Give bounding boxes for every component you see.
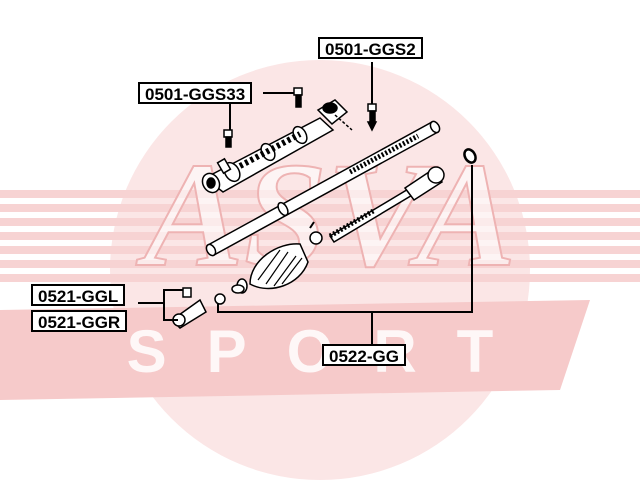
asva-sport-watermark: ASVA SPORT (0, 60, 640, 480)
label-0521-ggr: 0521-GGR (31, 310, 128, 332)
tie-rod-end (170, 287, 226, 329)
watermark-logo-text: ASVA (136, 132, 516, 298)
boot-assembly (231, 221, 323, 294)
label-0501-ggs33: 0501-GGS33 (138, 82, 253, 104)
rack-housing (201, 99, 353, 194)
housing-bushings (223, 87, 378, 148)
inner-tie-rod (328, 148, 477, 244)
label-0522-gg: 0522-GG (322, 344, 406, 366)
label-0501-ggs2: 0501-GGS2 (318, 37, 423, 59)
watermark-sport-text: SPORT (127, 318, 534, 385)
label-0521-ggl: 0521-GGL (31, 284, 126, 306)
leader-lines (138, 62, 473, 345)
rack-bar (205, 120, 441, 257)
